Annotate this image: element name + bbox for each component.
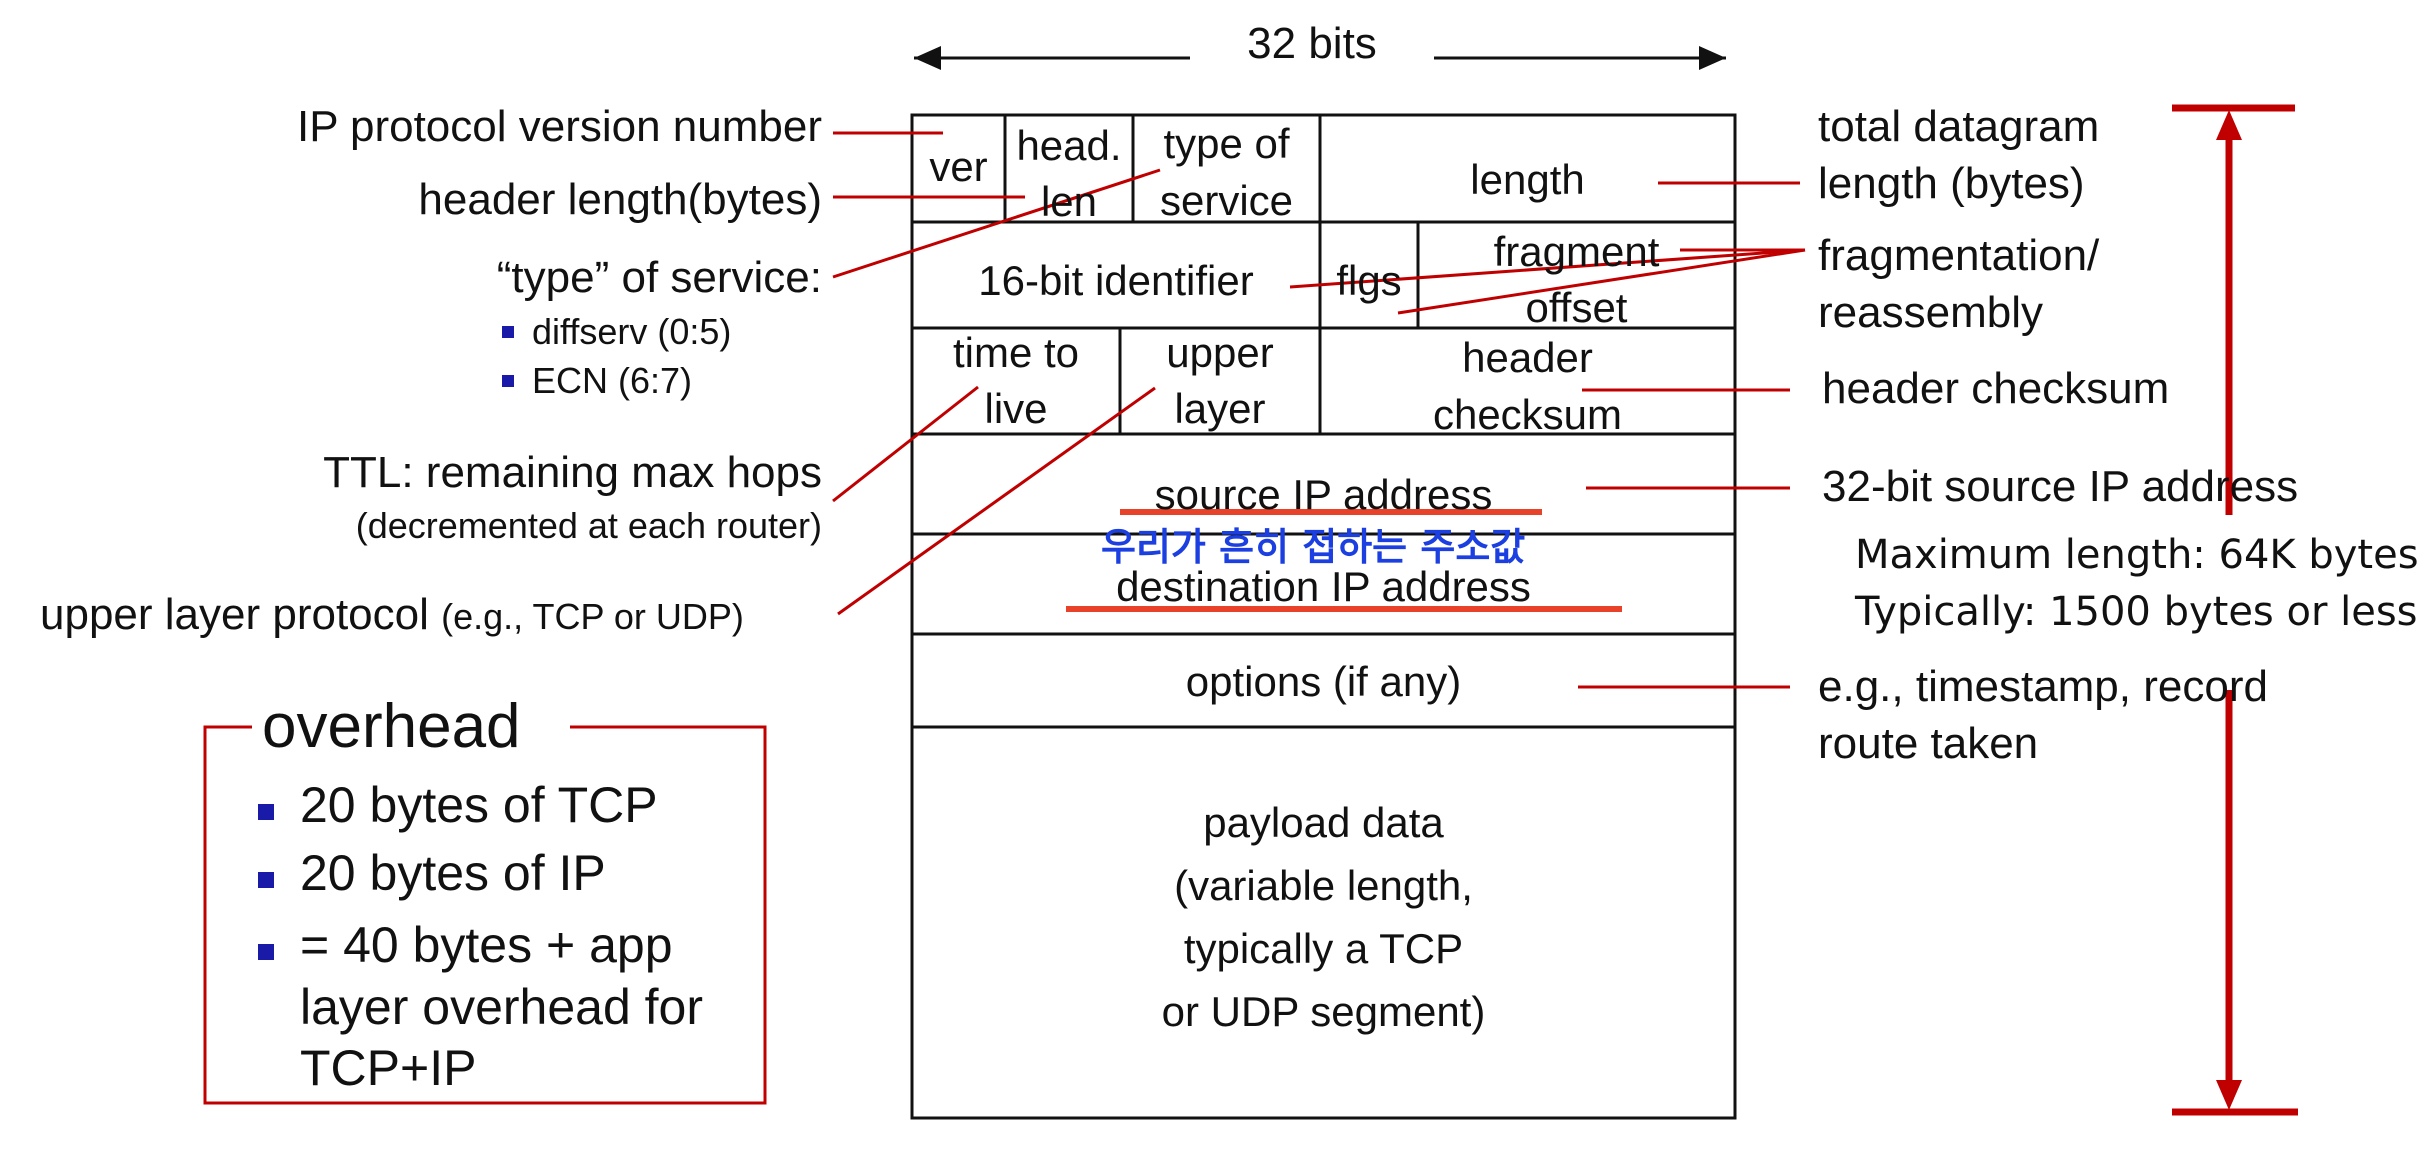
label-typical-length: Typically: 1500 bytes or less [1855,589,2418,635]
field-fragment-offset-line1: fragment [1493,228,1660,275]
korean-annotation: 우리가 흔히 접하는 주소값 [1101,525,1526,569]
datagram-box [910,113,1737,1120]
field-header-length-line1: head. [1016,122,1122,169]
label-upper-layer-example: (e.g., TCP or UDP) [441,596,744,637]
field-tos-line2: service [1159,177,1294,224]
field-payload-line4: or UDP segment) [1161,988,1486,1035]
label-fragmentation-line1: fragmentation/ [1818,231,2100,280]
label-ttl-line1: TTL: remaining max hops [323,448,822,497]
label-options-line2: route taken [1818,719,2039,768]
field-source-address: source IP address [1154,471,1493,518]
overhead-box [203,725,767,1105]
field-destination-address: destination IP address [1116,563,1531,610]
field-payload-line1: payload data [1203,799,1444,846]
label-tos-ecn: ECN (6:7) [532,360,693,401]
overhead-item-ip: 20 bytes of IP [258,845,606,901]
field-payload-line3: typically a TCP [1183,925,1464,972]
field-flags: flgs [1336,257,1402,304]
field-options: options (if any) [1185,658,1462,705]
field-identifier: 16-bit identifier [978,257,1254,304]
field-fragment-offset-line2: offset [1525,284,1628,331]
field-upper-layer-line1: upper [1166,329,1274,376]
overhead-item-total-line3: TCP+IP [300,1040,477,1096]
field-ttl-line2: live [984,385,1048,432]
field-header-length-line2: len [1040,178,1098,225]
label-version: IP protocol version number [296,102,822,151]
label-ttl-line2: (decremented at each router) [355,505,822,546]
label-header-length: header length(bytes) [418,175,822,224]
label-tos: “type” of service: [496,253,822,302]
label-upper-layer: upper layer protocol (e.g., TCP or UDP) [40,593,744,637]
label-upper-layer-main: upper layer protocol [40,590,429,639]
label-source-address: 32-bit source IP address [1822,462,2299,511]
max-length-bracket [2172,104,2298,1116]
overhead-item-total-line2: layer overhead for [300,979,704,1035]
field-checksum-line1: header [1462,334,1593,381]
label-options-line1: e.g., timestamp, record [1818,662,2268,711]
label-fragmentation-line2: reassembly [1818,288,2043,337]
field-tos-line1: type of [1163,120,1290,167]
width-label: 32 bits [1247,19,1377,68]
field-payload-line2: (variable length, [1174,862,1473,909]
field-version: ver [929,143,988,190]
field-ttl-line1: time to [952,329,1080,376]
field-upper-layer-line2: layer [1174,385,1266,432]
overhead-item-tcp: 20 bytes of TCP [258,777,658,833]
pointer-lines [832,131,1806,689]
overhead-title: overhead [262,692,521,761]
label-total-length-line1: total datagram [1818,102,2100,151]
label-max-length: Maximum length: 64K bytes [1855,532,2419,578]
field-checksum-line2: checksum [1432,391,1623,438]
field-length: length [1470,156,1585,203]
label-total-length-line2: length (bytes) [1818,159,2085,208]
label-header-checksum: header checksum [1822,364,2170,413]
label-tos-diffserv: diffserv (0:5) [532,311,732,352]
overhead-item-total-line1: = 40 bytes + app [258,917,673,973]
